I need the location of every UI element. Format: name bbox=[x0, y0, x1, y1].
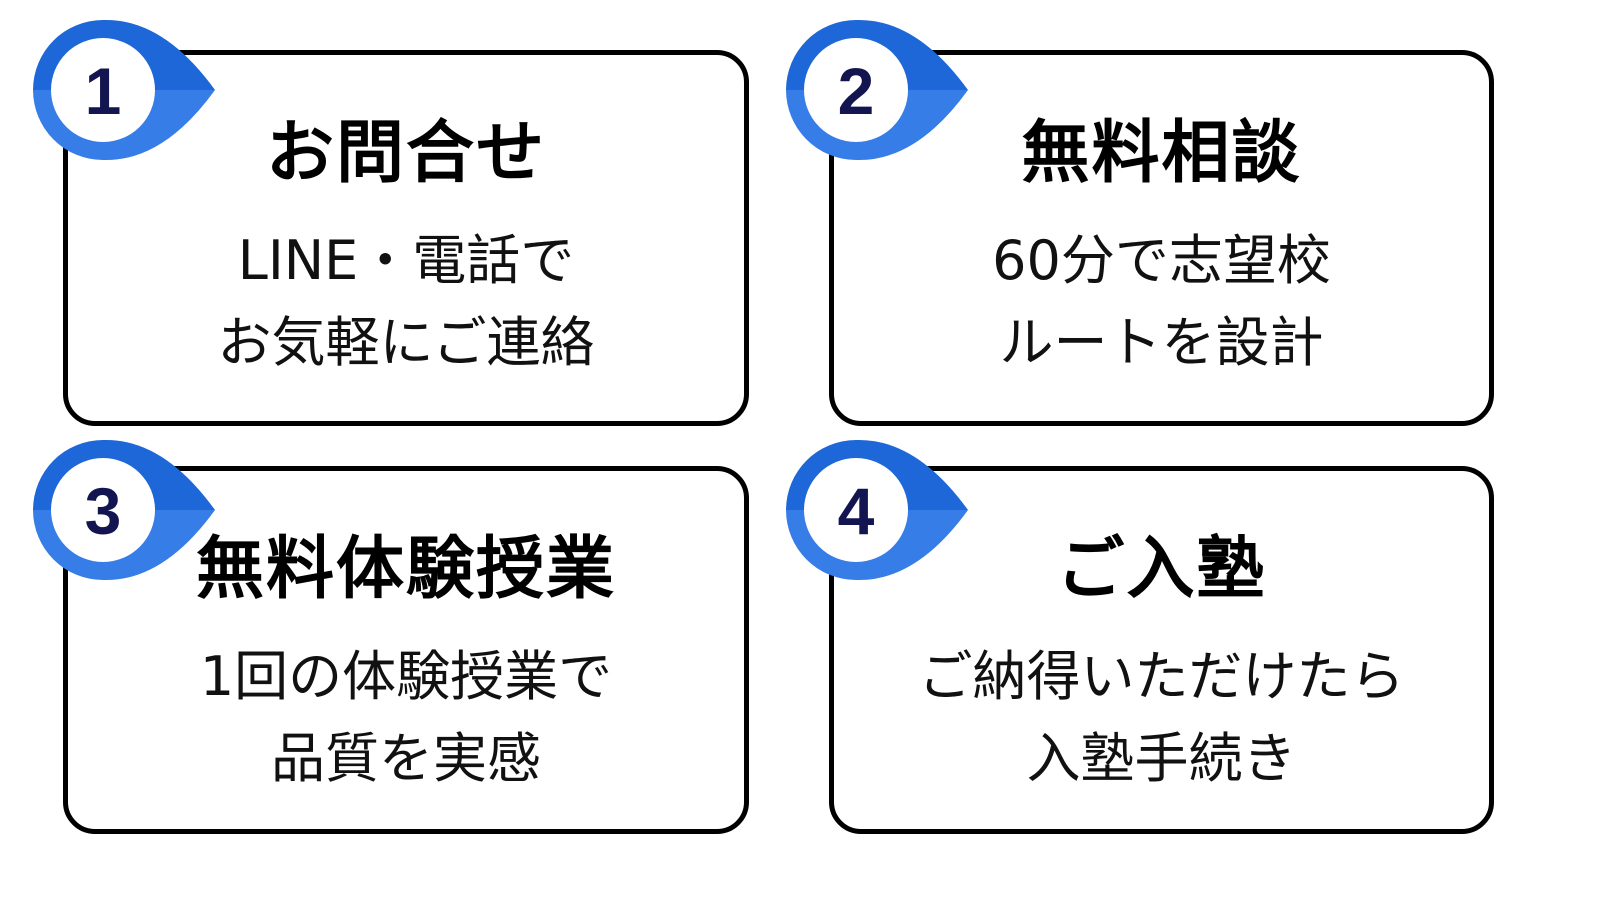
step-description: ご納得いただけたら 入塾手続き bbox=[834, 636, 1489, 800]
step-description-line-1: ご納得いただけたら bbox=[918, 645, 1405, 708]
step-description-line-2: お気軽にご連絡 bbox=[217, 311, 595, 374]
step-description-line-1: 60分で志望校 bbox=[992, 229, 1331, 292]
step-title: 無料相談 bbox=[1021, 114, 1302, 193]
step-number-badge-icon: 1 bbox=[33, 19, 215, 161]
step-description-line-1: LINE・電話で bbox=[237, 229, 575, 292]
step-number: 2 bbox=[838, 54, 875, 128]
step-number: 3 bbox=[85, 474, 122, 548]
step-card-1: お問合せ LINE・電話で お気軽にご連絡 bbox=[63, 50, 749, 426]
step-description: 60分で志望校 ルートを設計 bbox=[834, 220, 1489, 384]
step-description: LINE・電話で お気軽にご連絡 bbox=[68, 220, 744, 384]
step-card-2: 無料相談 60分で志望校 ルートを設計 bbox=[829, 50, 1494, 426]
step-title: ご入塾 bbox=[1056, 530, 1267, 609]
step-title: お問合せ bbox=[265, 114, 546, 193]
step-number: 1 bbox=[85, 54, 122, 128]
step-number-badge-icon: 4 bbox=[786, 439, 968, 581]
step-description-line-2: ルートを設計 bbox=[999, 311, 1324, 374]
step-description: 1回の体験授業で 品質を実感 bbox=[68, 636, 744, 800]
step-description-line-2: 品質を実感 bbox=[271, 727, 541, 790]
step-number: 4 bbox=[838, 474, 875, 548]
step-description-line-2: 入塾手続き bbox=[1026, 727, 1297, 790]
step-number-badge-icon: 3 bbox=[33, 439, 215, 581]
step-description-line-1: 1回の体験授業で bbox=[199, 645, 613, 708]
step-number-badge-icon: 2 bbox=[786, 19, 968, 161]
step-title: 無料体験授業 bbox=[195, 530, 616, 609]
